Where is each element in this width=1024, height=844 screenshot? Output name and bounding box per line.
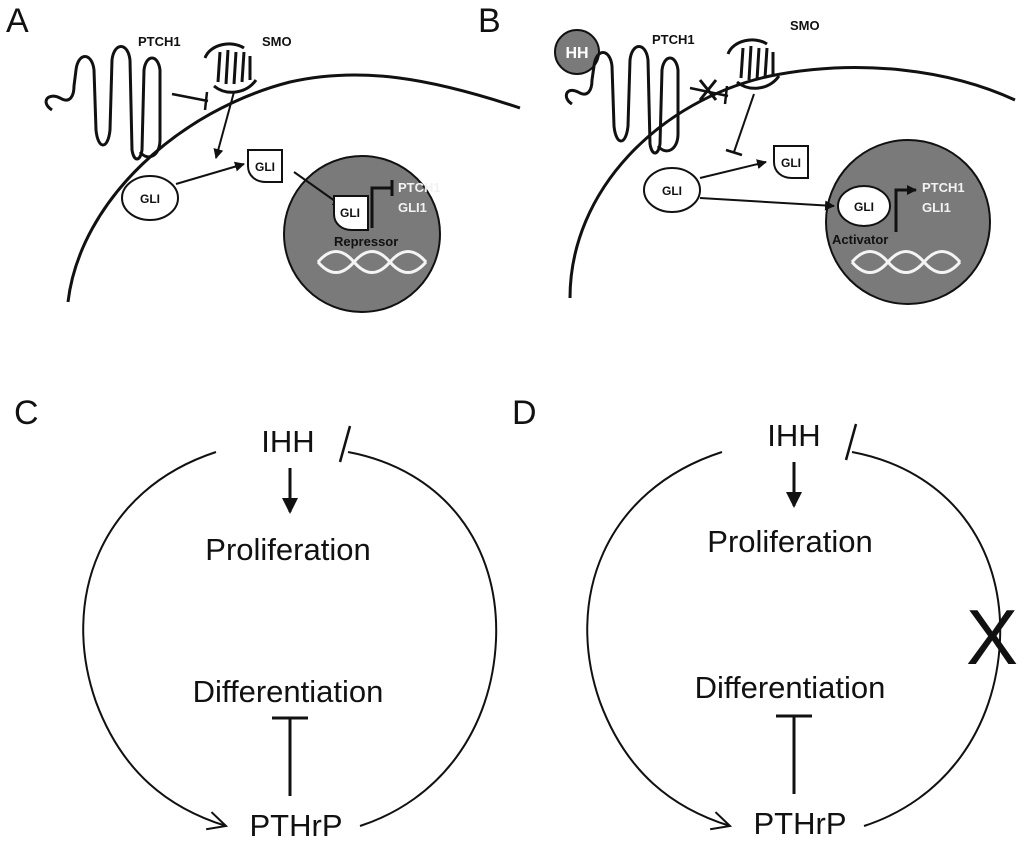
panel-b-letter: B: [478, 2, 501, 40]
repressor-label-a: Repressor: [334, 234, 398, 249]
gli-truncated-b: [773, 145, 809, 179]
smo-receptor-a: [203, 42, 258, 94]
ihh-label-d: IHH: [767, 418, 820, 453]
gli-repressor-a: [333, 195, 369, 231]
target-gene-ptch1-a: PTCH1: [398, 180, 441, 195]
smo-label-a: SMO: [262, 34, 292, 49]
smo-to-gli-arrow-a: [213, 91, 235, 159]
nucleus-b: [825, 139, 991, 305]
proliferation-label-d: Proliferation: [707, 524, 872, 559]
target-gene-gli1-a: GLI1: [398, 200, 427, 215]
feedback-loop-left-c: [82, 451, 226, 826]
ptch1-receptor-a: [44, 45, 162, 161]
ptch1-inhibits-smo-line-a: [171, 92, 209, 103]
target-gene-ptch1-b: PTCH1: [922, 180, 965, 195]
differentiation-label-d: Differentiation: [695, 670, 886, 705]
panel-b: B HH PTCH1 SMO GLI GLI: [478, 2, 1016, 305]
hh-ligand: [554, 29, 600, 75]
target-gene-gli1-b: GLI1: [922, 200, 951, 215]
gli-cytoplasm-label-b: GLI: [662, 184, 682, 198]
feedback-loop-right-d: [851, 451, 1002, 827]
pthrp-inhibits-ihh-bar-c: [338, 425, 352, 463]
dna-helix-a: [316, 250, 428, 274]
inhibition-bar-b: [723, 85, 729, 105]
panel-a: A PTCH1 SMO GLI GLI GLI PTC: [6, 2, 521, 313]
smo-inhibits-processing-line-b: [733, 93, 755, 153]
gli-activator-label-b: GLI: [854, 200, 874, 214]
gli-cytoplasm-label-a: GLI: [140, 192, 160, 206]
panel-c-letter: C: [14, 394, 39, 432]
feedback-loop-left-d: [586, 451, 730, 826]
differentiation-label-c: Differentiation: [193, 674, 384, 709]
cell-membrane-a: [66, 73, 521, 303]
ihh-label-c: IHH: [261, 424, 314, 459]
gli-into-nucleus-arrow-b: [699, 197, 835, 211]
gli-cytoplasm-b: [643, 167, 701, 213]
pthrp-label-d: PTHrP: [754, 806, 847, 841]
smo-receptor-b: [726, 38, 781, 90]
feedback-loop-right-c: [347, 451, 498, 827]
gli-truncated-a: [247, 149, 283, 183]
panel-d: D IHH Proliferation Differentiation PTHr…: [512, 394, 1018, 841]
gli-truncated-label-a: GLI: [255, 160, 275, 174]
panel-c: C IHH Proliferation Differentiation PTHr…: [14, 394, 498, 843]
block-x-icon-b: [698, 79, 718, 101]
gli-repressor-label-a: GLI: [340, 206, 360, 220]
cell-membrane-b: [568, 66, 1016, 299]
repression-promoter-a: [370, 186, 392, 228]
gli-processing-arrow-a: [175, 161, 245, 185]
nucleus-a: [283, 155, 441, 313]
pthrp-inhibits-ihh-bar-d: [844, 423, 858, 461]
proliferation-label-c: Proliferation: [205, 532, 370, 567]
smo-inhibits-processing-bar-b: [725, 148, 743, 157]
gli-cytoplasm-a: [121, 175, 179, 221]
ptch1-label-b: PTCH1: [652, 32, 695, 47]
ptch1-label-a: PTCH1: [138, 34, 181, 49]
activation-promoter-b: [894, 185, 917, 232]
panel-d-letter: D: [512, 394, 537, 432]
panel-a-letter: A: [6, 2, 29, 40]
loop-block-mark-d: X: [966, 593, 1018, 681]
ptch1-receptor-b: [564, 45, 680, 155]
smo-label-b: SMO: [790, 18, 820, 33]
gli-truncated-label-b: GLI: [781, 156, 801, 170]
inhibition-bar-a: [203, 91, 209, 111]
gli-processing-arrow-b: [699, 159, 767, 179]
dna-helix-b: [850, 250, 962, 274]
hh-ligand-label: HH: [565, 45, 588, 62]
activator-label-b: Activator: [832, 232, 888, 247]
pthrp-label-c: PTHrP: [250, 808, 343, 843]
gli-activator-b: [837, 185, 891, 227]
